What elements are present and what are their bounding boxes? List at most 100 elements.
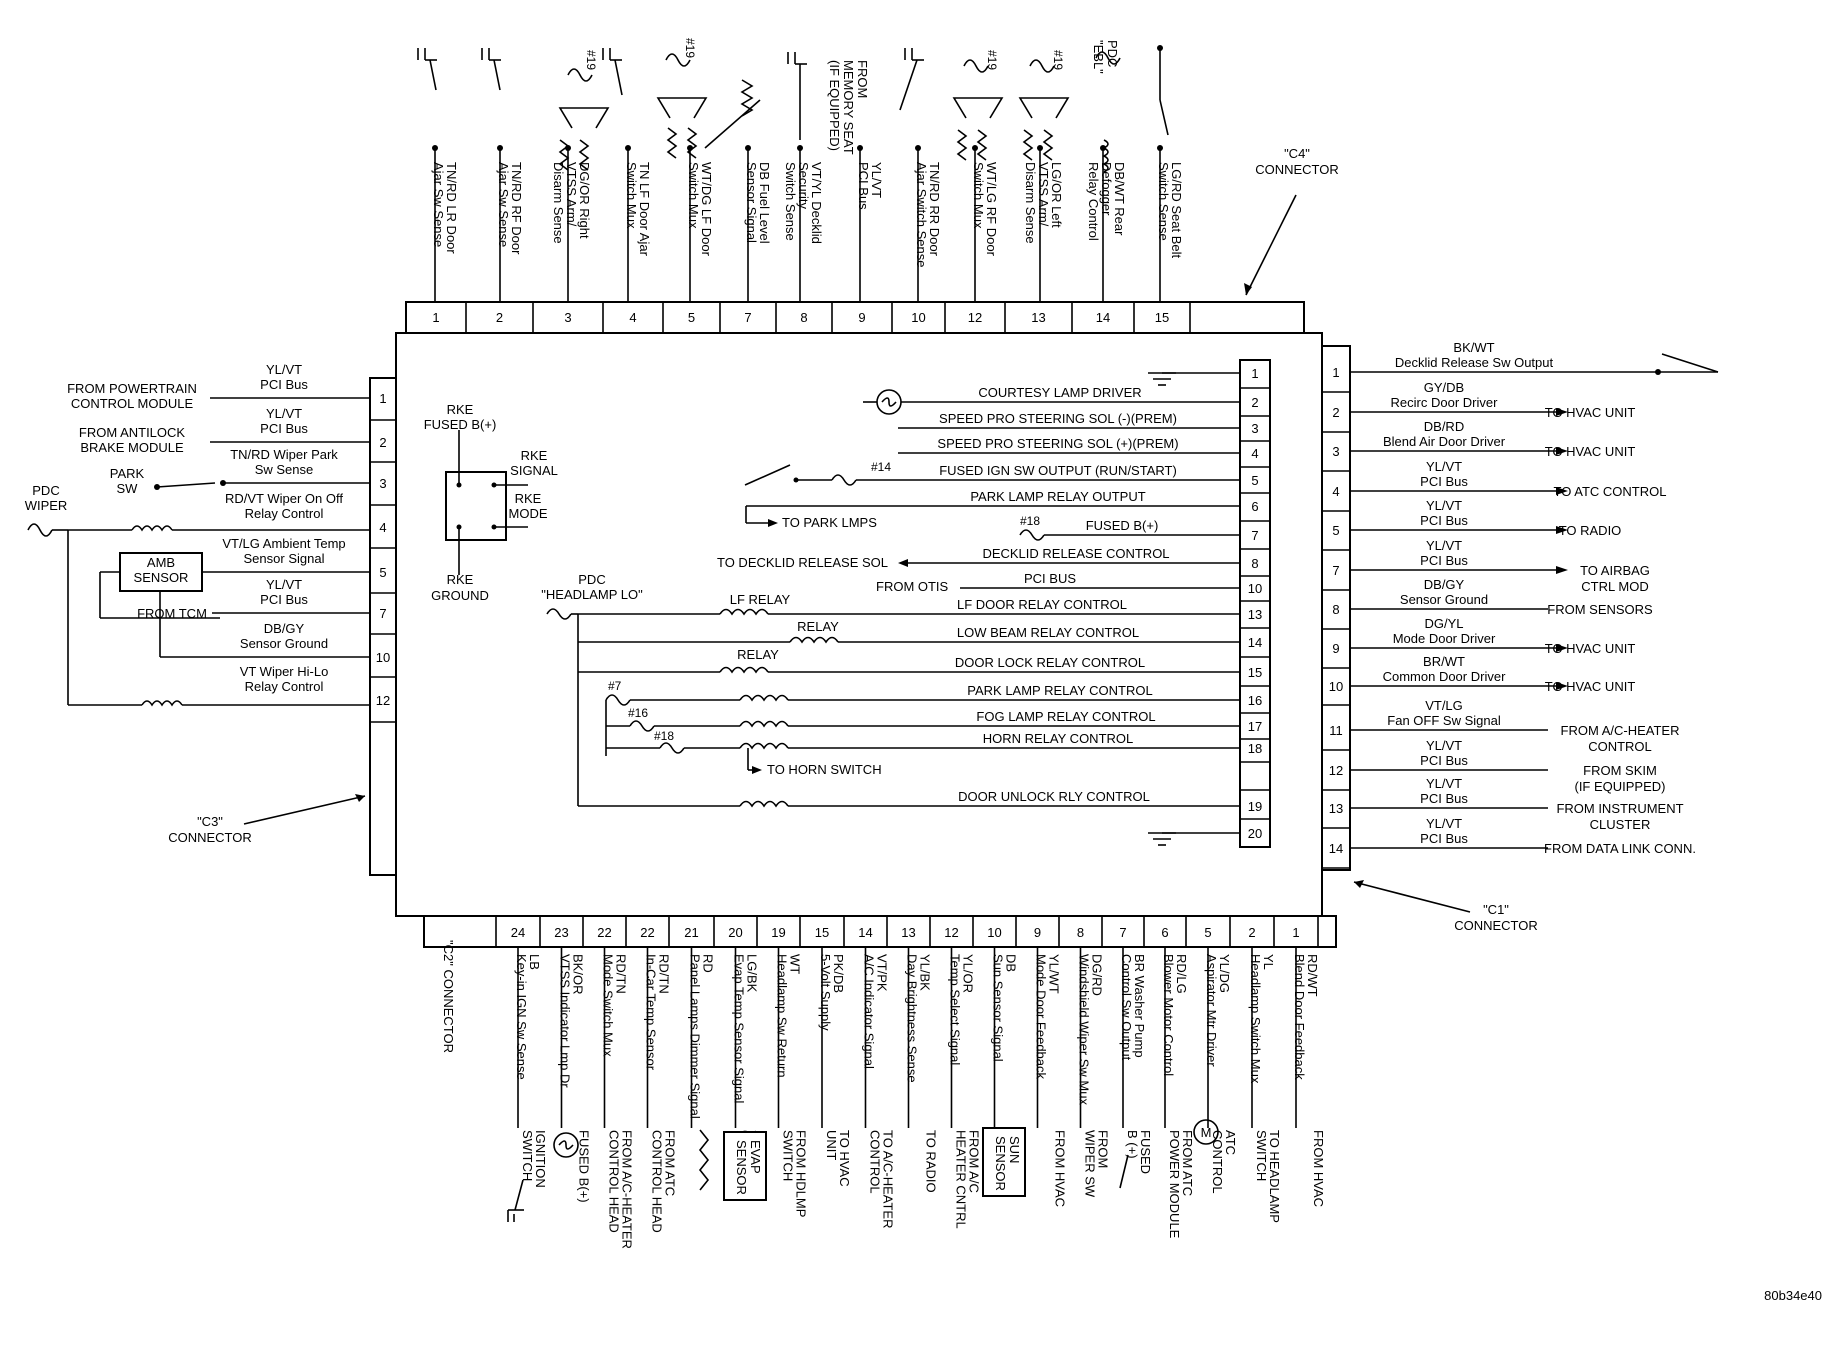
switch-icon bbox=[156, 482, 216, 488]
pin-number: 19 bbox=[1248, 799, 1262, 814]
pin-number: 12 bbox=[968, 310, 982, 325]
switch-icon bbox=[899, 59, 918, 111]
pin-number: 13 bbox=[901, 925, 915, 940]
dest-label: FROM HDLMPSWITCH bbox=[781, 1130, 809, 1217]
pin-number: 12 bbox=[944, 925, 958, 940]
pin-number: 2 bbox=[379, 435, 386, 450]
pin-number: 2 bbox=[1332, 405, 1339, 420]
pin-number: 3 bbox=[564, 310, 571, 325]
wire-label: YL/VTPCI Bus bbox=[856, 162, 884, 210]
dest-label: TO HVAC UNIT bbox=[1545, 444, 1636, 459]
relay-icon bbox=[656, 97, 708, 119]
relay-coil-icon bbox=[719, 666, 769, 674]
diagram-code: 80b34e40 bbox=[1764, 1288, 1822, 1303]
signal-label: DOOR UNLOCK RLY CONTROL bbox=[958, 789, 1150, 804]
fuse-icon bbox=[665, 53, 691, 67]
pin-number: 3 bbox=[379, 476, 386, 491]
relay-coil-icon bbox=[739, 742, 789, 750]
pin-number: 2 bbox=[496, 310, 503, 325]
relay-label: RELAY bbox=[737, 647, 779, 662]
dest-label: FUSED B(+) bbox=[577, 1130, 592, 1203]
pin-number: 22 bbox=[640, 925, 654, 940]
dest-label: TO HEADLAMPSWITCH bbox=[1254, 1130, 1282, 1223]
fuse-14-label: #14 bbox=[871, 460, 891, 474]
wire-label: BR Washer PumpControl Sw Output bbox=[1119, 954, 1147, 1061]
rke-box bbox=[445, 471, 507, 541]
pin-number: 20 bbox=[1248, 826, 1262, 841]
relay-coil-icon bbox=[739, 720, 789, 728]
resistor-icon bbox=[578, 139, 590, 171]
pin-number: 3 bbox=[1332, 444, 1339, 459]
ground-icon bbox=[417, 48, 437, 61]
pin-number: 17 bbox=[1248, 719, 1262, 734]
dest-label: FROMWIPER SW bbox=[1083, 1130, 1111, 1198]
pin-number: 5 bbox=[1204, 925, 1211, 940]
signal-label: DOOR LOCK RELAY CONTROL bbox=[955, 655, 1145, 670]
wire-label: DB Fuel LevelSensor Signal bbox=[744, 162, 772, 244]
pin-number: 22 bbox=[597, 925, 611, 940]
signal-label: FUSED B(+) bbox=[1086, 518, 1159, 533]
switch-icon bbox=[1119, 1154, 1129, 1189]
fuse-icon bbox=[546, 608, 572, 620]
signal-label: SPEED PRO STEERING SOL (-)(PREM) bbox=[939, 411, 1177, 426]
pin-number: 12 bbox=[376, 693, 390, 708]
fuel-level-sensor-icon bbox=[740, 79, 754, 117]
pin-number: 2 bbox=[1251, 395, 1258, 410]
memory-seat-label: FROMMEMORY SEAT(IF EQUIPPED) bbox=[827, 60, 870, 155]
relay-icon bbox=[558, 107, 610, 129]
left-components bbox=[27, 480, 370, 825]
pin-number: 24 bbox=[511, 925, 525, 940]
wire-label: BK/ORVTSS Indicator Lmp Dr bbox=[558, 954, 586, 1088]
switch-icon bbox=[429, 59, 437, 91]
c3-connector-label: "C3"CONNECTOR bbox=[168, 814, 252, 845]
wire-label: PK/DB5-Volt Supply bbox=[818, 954, 846, 1031]
wire-label: LG/RD Seat BeltSwitch Sense bbox=[1156, 162, 1184, 258]
pin-number: 1 bbox=[1251, 366, 1258, 381]
pin-number: 8 bbox=[1332, 602, 1339, 617]
relay-coil-icon bbox=[739, 800, 789, 808]
pin-number: 3 bbox=[1251, 421, 1258, 436]
inner-components bbox=[546, 372, 1240, 846]
wire-label: LBKey-in IGN Sw Sense bbox=[514, 954, 542, 1080]
dest-label: FROM SKIM(IF EQUIPPED) bbox=[1574, 763, 1665, 794]
body-control-module bbox=[395, 332, 1323, 917]
pin-number: 20 bbox=[728, 925, 742, 940]
c2-connector-label: "C2" CONNECTOR bbox=[441, 940, 456, 1053]
dest-label: FROM ATCCONTROL HEAD bbox=[650, 1130, 678, 1233]
pin-number: 10 bbox=[376, 650, 390, 665]
dest-label: FROM A/CHEATER CNTRL bbox=[954, 1130, 982, 1229]
dest-label: FUSEDB (+) bbox=[1125, 1130, 1153, 1174]
pin-number: 19 bbox=[771, 925, 785, 940]
ground-icon bbox=[1148, 832, 1176, 846]
dest-label: FROM A/C-HEATERCONTROL HEAD bbox=[607, 1130, 635, 1249]
wire-label: TN/RD RR DoorAjar Switch Sense bbox=[914, 162, 942, 268]
pin-number: 18 bbox=[1248, 741, 1262, 756]
resistor-icon bbox=[1022, 129, 1034, 161]
pin-number: 14 bbox=[1248, 635, 1262, 650]
fuse19-labels: #19#19#19#19 bbox=[584, 38, 1065, 70]
dest-label: TO RADIO bbox=[1559, 523, 1622, 538]
sun-sensor-label: SUNSENSOR bbox=[993, 1136, 1022, 1191]
sun-sensor-box bbox=[982, 1127, 1026, 1197]
relay-label: RELAY bbox=[797, 619, 839, 634]
pin-number: 8 bbox=[1077, 925, 1084, 940]
pin-number: 4 bbox=[1251, 446, 1258, 461]
